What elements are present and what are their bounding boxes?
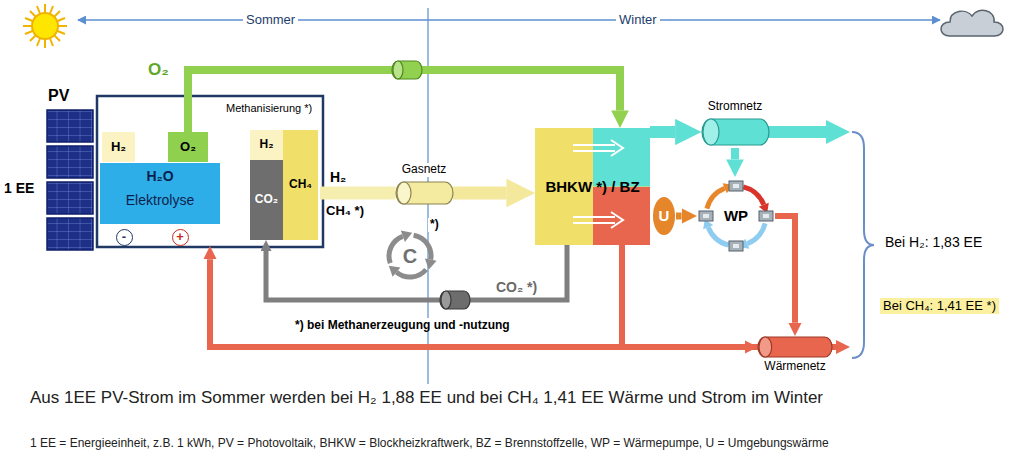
- node-text: H₂O: [146, 168, 173, 184]
- co2-storage: [440, 291, 470, 309]
- sun-icon: [23, 4, 67, 48]
- methanation-unit: Methanisierung *) H₂ CO₂ CH₄: [225, 100, 320, 242]
- flow-label: H₂: [330, 169, 346, 186]
- node-text: CH₄: [289, 178, 312, 192]
- footnote-marker-note: *) bei Methanerzeugung und -nutzung: [292, 318, 513, 332]
- cathode-terminal: -: [116, 229, 133, 246]
- node-text: Stromnetz: [706, 100, 765, 114]
- power-output-arrow: [766, 126, 826, 138]
- heat-pump: WP: [697, 177, 775, 255]
- methane-label: CH₄ *): [326, 203, 364, 219]
- caption: Aus 1EE PV-Strom im Sommer werden bei H₂…: [30, 388, 823, 408]
- node-text: H₂: [260, 138, 274, 152]
- power-flow: [650, 126, 675, 138]
- gas-flow: [453, 187, 507, 200]
- pv-panels: [47, 110, 93, 250]
- methane-box: CH₄: [283, 130, 318, 240]
- node-text: H₂: [111, 140, 126, 155]
- node-text: Wärmenetz: [762, 360, 827, 374]
- anode-terminal: +: [172, 229, 189, 246]
- season-arrow: [78, 19, 940, 21]
- chp-fuel-cell-box: BHKW *) / BZ: [535, 128, 650, 245]
- oxygen-storage: [392, 61, 422, 79]
- flow-label: CO₂ *): [496, 279, 537, 296]
- heat-flow: [622, 245, 745, 347]
- power-flow: [731, 148, 739, 159]
- result-label: Bei CH₄: 1,41 EE *): [880, 298, 999, 314]
- node-text: O₂: [180, 140, 196, 155]
- pipe-cylinder: [396, 181, 453, 205]
- node-text: WP: [724, 207, 748, 224]
- oxygen-label: O₂: [148, 60, 169, 80]
- result-label: Bei H₂: 1,83 EE: [882, 234, 985, 251]
- node-text: +: [176, 230, 184, 245]
- season-label: Sommer: [243, 12, 298, 28]
- node-text: Gasnetz: [400, 163, 449, 177]
- abbreviation-note: 1 EE = Energieeinheit, z.B. 1 kWh, PV = …: [30, 436, 829, 450]
- pv-label: PV: [48, 86, 69, 105]
- cloud-icon: [941, 10, 1003, 36]
- node-text: CO₂: [255, 193, 278, 207]
- result-bracket: [852, 132, 874, 358]
- node-text: U: [659, 207, 670, 224]
- node-text: BHKW *) / BZ: [545, 178, 639, 195]
- heat-flow: [775, 216, 795, 323]
- co2-box: CO₂: [250, 160, 283, 240]
- ambient-heat-flow: [676, 213, 682, 220]
- electrolysis-unit: H₂O Elektrolyse H₂ O₂ - +: [100, 130, 220, 246]
- power-grid-storage: Stromnetz: [702, 100, 769, 148]
- node-text: -: [122, 230, 126, 245]
- ambient-heat-source: U: [652, 196, 676, 236]
- node-text: C: [403, 245, 417, 268]
- carbon-cycle-node: C*): [382, 228, 438, 284]
- node-text: *): [428, 218, 441, 232]
- gas-grid-storage: Gasnetz: [396, 163, 453, 207]
- gas-flow: [320, 187, 396, 200]
- heat-flow: [210, 259, 758, 347]
- energy-unit-label: 1 EE: [4, 180, 34, 197]
- node-text: Methanisierung *): [226, 102, 319, 115]
- conversion-housing: [97, 96, 323, 247]
- co2-return: [266, 245, 567, 300]
- oxygen-box: O₂: [168, 132, 208, 162]
- node-text: Elektrolyse: [126, 192, 194, 208]
- pipe-cylinder: [702, 118, 769, 146]
- season-label: Winter: [616, 12, 660, 28]
- hydrogen-box: H₂: [250, 130, 283, 160]
- hydrogen-box: H₂: [102, 132, 135, 162]
- heat-grid-storage: Wärmenetz: [758, 336, 832, 376]
- pipe-cylinder: [758, 336, 832, 358]
